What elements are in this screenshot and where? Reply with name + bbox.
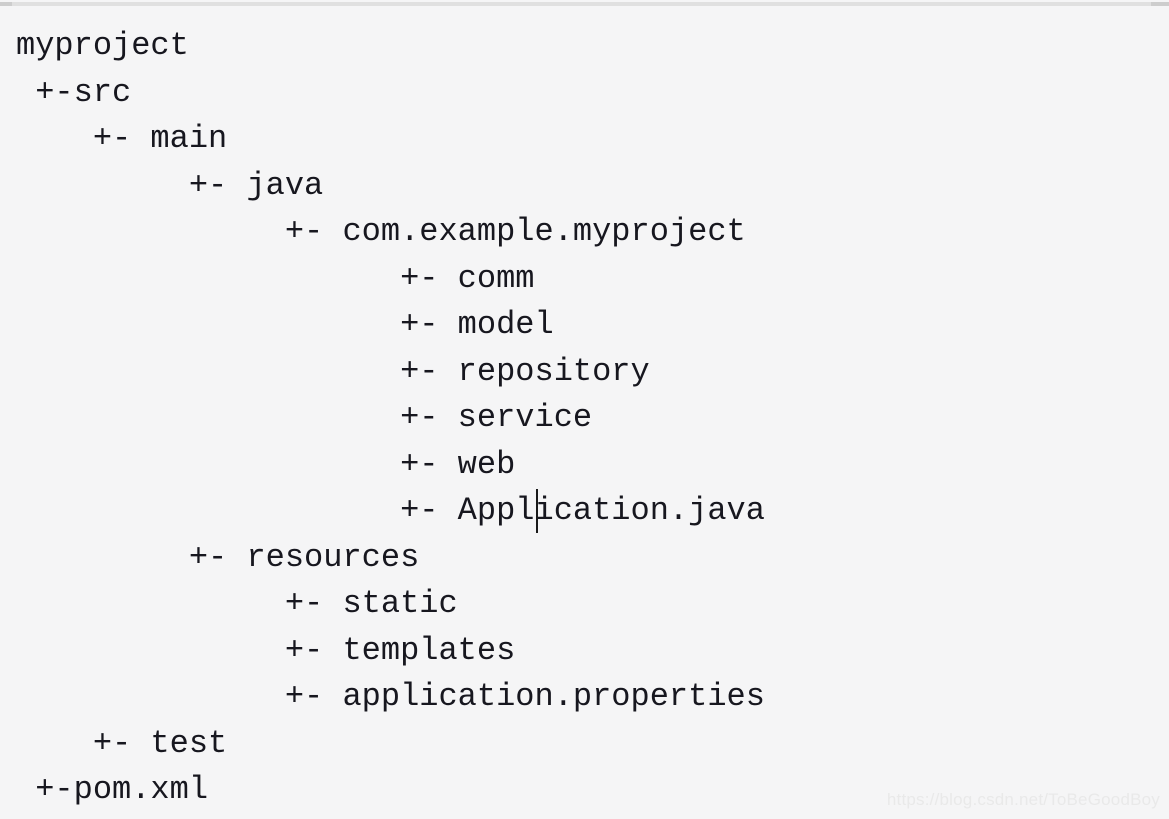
project-tree: myproject +-src +- main +- java +- com.e… (16, 23, 1169, 814)
tree-line: +- web (16, 445, 516, 483)
tree-line: +- test (16, 724, 228, 762)
tree-line: +- templates (16, 631, 516, 669)
top-edge-strip-right-cap (1151, 2, 1169, 6)
tree-line: +- service (16, 399, 593, 436)
watermark: https://blog.csdn.net/ToBeGoodBoy (886, 790, 1160, 809)
text-caret (536, 489, 538, 533)
tree-line: +- java (16, 166, 324, 204)
tree-line: +- main (16, 120, 228, 157)
top-edge-strip (0, 2, 1169, 6)
tree-line: +- model (16, 306, 554, 343)
tree-line: +- static (16, 585, 458, 622)
tree-line: +- application.properties (16, 678, 765, 715)
tree-line: +- repository (16, 352, 650, 390)
tree-line: +- resources (16, 538, 420, 576)
tree-line: +-src (16, 73, 132, 111)
tree-line: +-pom.xml (16, 771, 209, 808)
tree-line: +- Application.java (16, 492, 765, 529)
tree-line: +- comm (16, 259, 535, 297)
tree-line: myproject (16, 27, 189, 64)
tree-line: +- com.example.myproject (16, 213, 746, 250)
top-edge-strip-left-cap (0, 2, 12, 6)
